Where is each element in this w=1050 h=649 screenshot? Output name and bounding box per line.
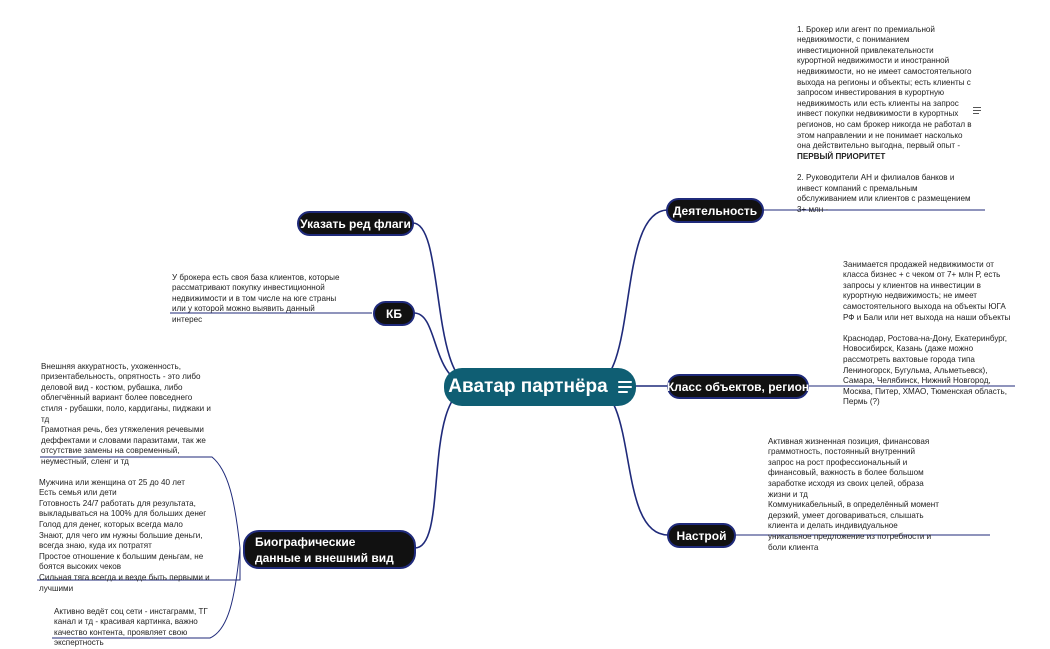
note-mood: Активная жизненная позиция, финансовая г… (768, 426, 940, 552)
note-lines-icon (973, 107, 981, 114)
node-objects-label: Класс объектов, регион (666, 379, 810, 394)
underline-bio-note (37, 548, 241, 581)
node-kb-label: КБ (386, 306, 402, 321)
central-topic-title: Аватар партнёра (448, 376, 608, 397)
note-activity-text2: 2. Руководители АН и филиалов банков и и… (797, 172, 971, 214)
node-kb[interactable]: КБ (373, 301, 415, 326)
note-kb-text: У брокера есть своя база клиентов, котор… (172, 272, 340, 324)
note-appearance-text: Внешняя аккуратность, ухоженность, призе… (41, 361, 211, 466)
note-bio-text: Мужчина или женщина от 25 до 40 лет Есть… (39, 477, 210, 593)
node-bio-label: Биографические данные и внешний вид (255, 534, 394, 565)
note-objects: Занимается продажей недвижимости от клас… (843, 249, 1013, 407)
node-bio[interactable]: Биографические данные и внешний вид (243, 530, 416, 569)
note-activity-priority: ПЕРВЫЙ ПРИОРИТЕТ (797, 151, 886, 161)
node-red-flags-label: Указать ред флаги (300, 216, 411, 231)
note-appearance: Внешняя аккуратность, ухоженность, призе… (41, 351, 213, 466)
note-social: Активно ведёт соц сети - инстаграмм, ТГ … (54, 596, 210, 648)
node-red-flags[interactable]: Указать ред флаги (297, 211, 414, 236)
node-activity-label: Деятельность (672, 203, 758, 218)
node-mood-label: Настрой (676, 528, 727, 543)
note-activity-text: 1. Брокер или агент по премиальной недви… (797, 24, 972, 151)
link-red-flags (412, 222, 476, 387)
note-mood-text: Активная жизненная позиция, финансовая г… (768, 436, 939, 552)
node-objects[interactable]: Класс объектов, регион (667, 374, 809, 399)
underline-appearance-note (40, 456, 241, 549)
note-social-text: Активно ведёт соц сети - инстаграмм, ТГ … (54, 606, 208, 648)
node-activity[interactable]: Деятельность (666, 198, 764, 223)
link-bio (414, 385, 476, 549)
underline-social-note (52, 547, 241, 639)
note-kb: У брокера есть своя база клиентов, котор… (172, 262, 344, 324)
link-mood (589, 385, 669, 536)
note-objects-text: Занимается продажей недвижимости от клас… (843, 259, 1011, 407)
note-activity: 1. Брокер или агент по премиальной недви… (797, 14, 972, 214)
central-topic[interactable]: Аватар партнёра (444, 368, 636, 406)
link-activity (589, 209, 669, 387)
note-bio: Мужчина или женщина от 25 до 40 лет Есть… (39, 467, 211, 593)
notes-lines-icon (617, 381, 632, 393)
node-mood[interactable]: Настрой (667, 523, 736, 548)
